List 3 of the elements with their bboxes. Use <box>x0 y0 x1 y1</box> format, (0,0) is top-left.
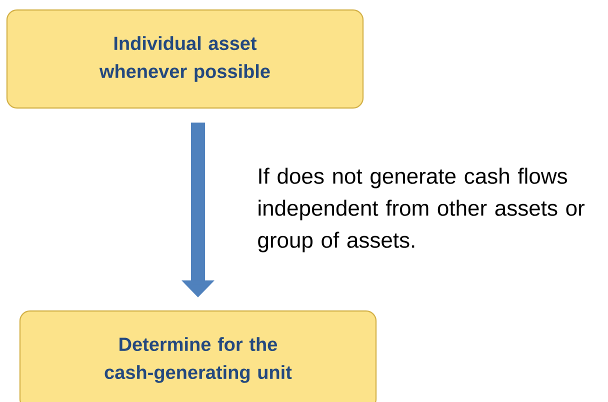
edge-label: If does not generate cash flows independent from other assets or group of assets. <box>258 168 585 252</box>
process-box: Individual asset whenever possible <box>6 9 364 109</box>
process-box: Determine for the cash-generating unit <box>19 310 377 402</box>
